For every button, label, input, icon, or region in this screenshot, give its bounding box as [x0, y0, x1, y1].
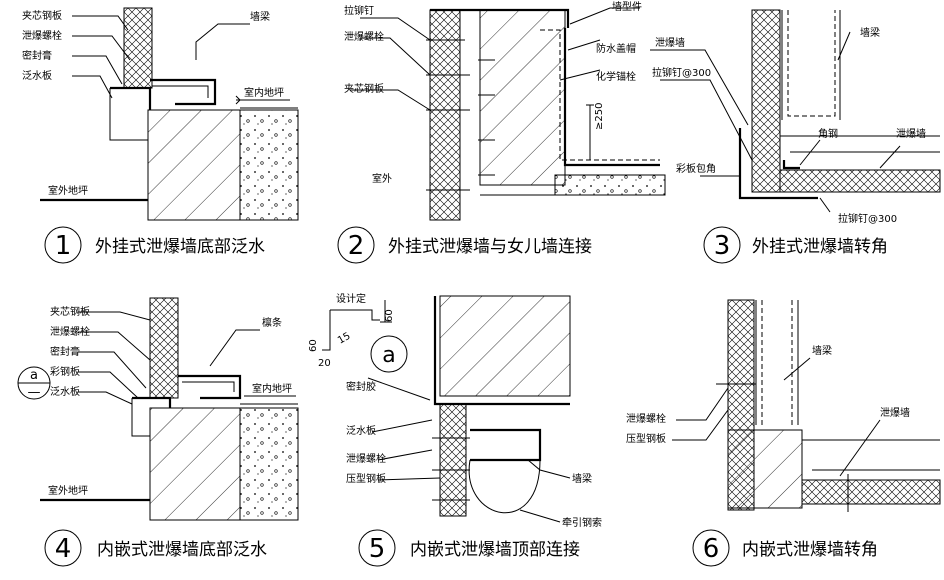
label-relief-bolt: 泄爆螺栓 [344, 30, 384, 43]
label-sandwich-panel: 夹芯钢板 [344, 82, 384, 95]
label-indoor-floor: 室内地坪 [244, 86, 284, 99]
detail-caption: 内嵌式泄爆墙顶部连接 [410, 540, 580, 560]
detail-number-circle [692, 529, 730, 567]
label-dim-60-a: 60 [384, 309, 395, 322]
detail-caption: 外挂式泄爆墙底部泛水 [95, 237, 265, 257]
ref-mark-circle [370, 335, 408, 373]
detail-1: 夹芯钢板 泄爆螺栓 密封膏 泛水板 墙梁 室内地坪 室外地坪 1 外挂式泄爆墙底… [22, 7, 299, 264]
label-sandwich-panel: 夹芯钢板 [22, 9, 62, 22]
label-wall-profile: 墙型件 [612, 0, 642, 13]
label-wall-beam: 墙梁 [812, 344, 832, 357]
detail-caption: 内嵌式泄爆墙底部泛水 [97, 540, 267, 560]
label-outdoor: 室外 [372, 172, 392, 185]
label-rivet: 拉铆钉 [344, 4, 374, 17]
label-relief-bolt: 泄爆螺栓 [626, 412, 666, 425]
label-relief-wall: 泄爆墙 [655, 36, 685, 49]
label-relief-wall-2: 泄爆墙 [896, 127, 926, 140]
detail-6: 墙梁 泄爆墙 泄爆螺栓 压型钢板 6 内嵌式泄爆墙转角 [626, 299, 941, 567]
label-sealant-glue: 密封胶 [346, 380, 376, 393]
detail-number: 4 [55, 534, 72, 564]
detail-3: 泄爆墙 拉铆钉@300 墙梁 角钢 泄爆墙 彩板包角 拉铆钉@300 3 外挂式… [650, 9, 941, 264]
label-traction-cable: 牵引钢索 [562, 516, 602, 529]
label-relief-bolt: 泄爆螺栓 [346, 452, 386, 465]
ref-mark-top: a [30, 368, 38, 383]
detail-5: 设计定 60 60 20 15 密封胶 泛水板 泄爆螺栓 压型钢板 墙梁 牵引钢… [308, 292, 602, 567]
label-rivet-300-2: 拉铆钉@300 [838, 212, 897, 225]
label-profiled-steel: 压型钢板 [346, 472, 386, 485]
label-angle-steel: 角钢 [818, 127, 838, 140]
label-dim-60-b: 60 [308, 339, 319, 352]
detail-caption: 外挂式泄爆墙转角 [752, 237, 888, 257]
detail-number: 2 [348, 231, 365, 261]
label-relief-bolt: 泄爆螺栓 [50, 325, 90, 338]
detail-number: 3 [714, 231, 731, 261]
ref-mark-label: a [382, 343, 395, 368]
detail-number: 1 [55, 231, 72, 261]
label-flashing: 泛水板 [346, 424, 376, 437]
label-wall-beam: 墙梁 [860, 26, 880, 39]
ref-mark-bottom: — [28, 385, 41, 400]
detail-caption: 内嵌式泄爆墙转角 [742, 540, 878, 560]
detail-caption: 外挂式泄爆墙与女儿墙连接 [388, 237, 592, 257]
label-dim-15: 15 [336, 331, 353, 347]
detail-number: 6 [703, 534, 720, 564]
detail-number-circle [337, 226, 375, 264]
label-wall-beam: 墙梁 [572, 472, 592, 485]
label-flashing: 泛水板 [22, 69, 52, 82]
label-sealant: 密封膏 [22, 49, 52, 62]
label-flashing: 泛水板 [50, 385, 80, 398]
label-profiled-steel: 压型钢板 [626, 432, 666, 445]
label-design-defined: 设计定 [336, 292, 366, 305]
label-color-wrap: 彩板包角 [676, 162, 716, 175]
detail-4: 夹芯钢板 泄爆螺栓 密封膏 彩钢板 泛水板 檩条 室内地坪 室外地坪 a — 4… [17, 297, 299, 567]
label-sealant: 密封膏 [50, 345, 80, 358]
detail-number-circle [44, 226, 82, 264]
label-relief-wall: 泄爆墙 [880, 406, 910, 419]
detail-number-circle [703, 226, 741, 264]
label-outdoor-ground: 室外地坪 [48, 484, 88, 497]
detail-2: 拉铆钉 泄爆螺栓 夹芯钢板 室外 墙型件 防水盖帽 化学锚栓 ≥250 2 外挂… [337, 0, 666, 264]
detail-number-circle [358, 529, 396, 567]
label-chemical-anchor: 化学锚栓 [596, 70, 636, 83]
label-wall-beam: 墙梁 [250, 10, 270, 23]
detail-number: 5 [369, 534, 386, 564]
label-min-250: ≥250 [594, 103, 605, 130]
label-purlin: 檩条 [262, 316, 282, 329]
detail-number-circle [44, 529, 82, 567]
label-relief-bolt: 泄爆螺栓 [22, 29, 62, 42]
label-dim-20: 20 [318, 358, 331, 369]
label-rivet-300: 拉铆钉@300 [652, 66, 711, 79]
label-indoor-floor: 室内地坪 [252, 382, 292, 395]
label-color-steel: 彩钢板 [50, 365, 80, 378]
label-sandwich-panel: 夹芯钢板 [50, 305, 90, 318]
label-outdoor-ground: 室外地坪 [48, 184, 88, 197]
label-waterproof-cap: 防水盖帽 [596, 42, 636, 55]
